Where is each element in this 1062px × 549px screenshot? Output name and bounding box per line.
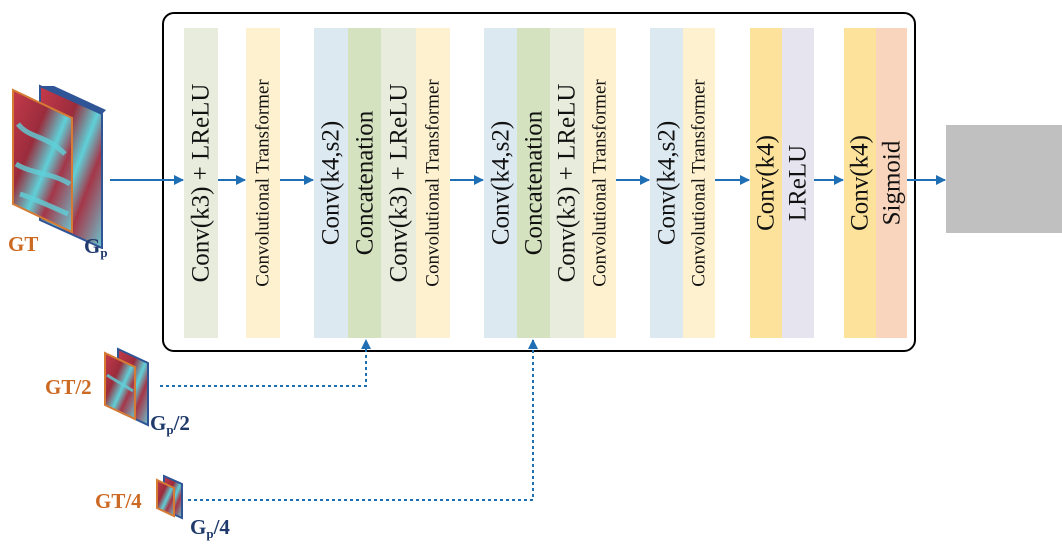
conv-k3-lrelu-block: Conv(k3) + LReLU <box>381 28 416 338</box>
gt-quarter-label: GT/4 <box>95 489 142 513</box>
quarter-res-image-pair <box>156 474 183 520</box>
sigmoid-block: Sigmoid <box>876 28 907 338</box>
conv-k4-s2-block: Conv(k4,s2) <box>484 28 517 338</box>
network-frame <box>162 12 916 352</box>
conv-k4-s2-block: Conv(k4,s2) <box>314 28 348 338</box>
conv-k4-block: Conv(k4) <box>844 28 876 338</box>
concatenation-block: Concatenation <box>348 28 381 338</box>
conv-k4-s2-block: Conv(k4,s2) <box>650 28 683 338</box>
output-map <box>946 125 1062 233</box>
gp-suffix: /2 <box>173 411 190 435</box>
gt-half-image <box>104 351 136 421</box>
conv-transformer-block: Convolutional Transformer <box>416 28 450 338</box>
gp-half-label: Gp/2 <box>150 411 190 437</box>
gt-image <box>12 88 73 234</box>
conv-k3-lrelu-block: Conv(k3) + LReLU <box>184 28 218 338</box>
gp-suffix: /4 <box>213 515 230 539</box>
gt-half-label: GT/2 <box>45 375 92 399</box>
quarter-res-skip-arrow <box>188 339 538 501</box>
gp-subscript: p <box>206 526 214 541</box>
gp-main: G <box>150 411 167 435</box>
conv-k4-block: Conv(k4) <box>750 28 782 338</box>
gp-label: Gp <box>84 234 108 260</box>
gp-subscript: p <box>100 245 108 260</box>
gt-quarter-image <box>156 478 175 518</box>
concatenation-block: Concatenation <box>517 28 550 338</box>
gp-quarter-label: Gp/4 <box>190 515 230 541</box>
conv-transformer-block: Convolutional Transformer <box>246 28 280 338</box>
half-res-skip-arrow <box>160 339 371 387</box>
gp-subscript: p <box>166 422 174 437</box>
conv-transformer-block: Convolutional Transformer <box>584 28 616 338</box>
half-res-image-pair <box>104 347 149 427</box>
lrelu-block: LReLU <box>782 28 814 338</box>
gp-main: G <box>190 515 207 539</box>
conv-transformer-block: Convolutional Transformer <box>683 28 715 338</box>
gt-label: GT <box>8 232 39 256</box>
conv-k3-lrelu-block: Conv(k3) + LReLU <box>550 28 584 338</box>
gp-main: G <box>84 234 101 258</box>
full-res-image-pair <box>12 84 106 249</box>
